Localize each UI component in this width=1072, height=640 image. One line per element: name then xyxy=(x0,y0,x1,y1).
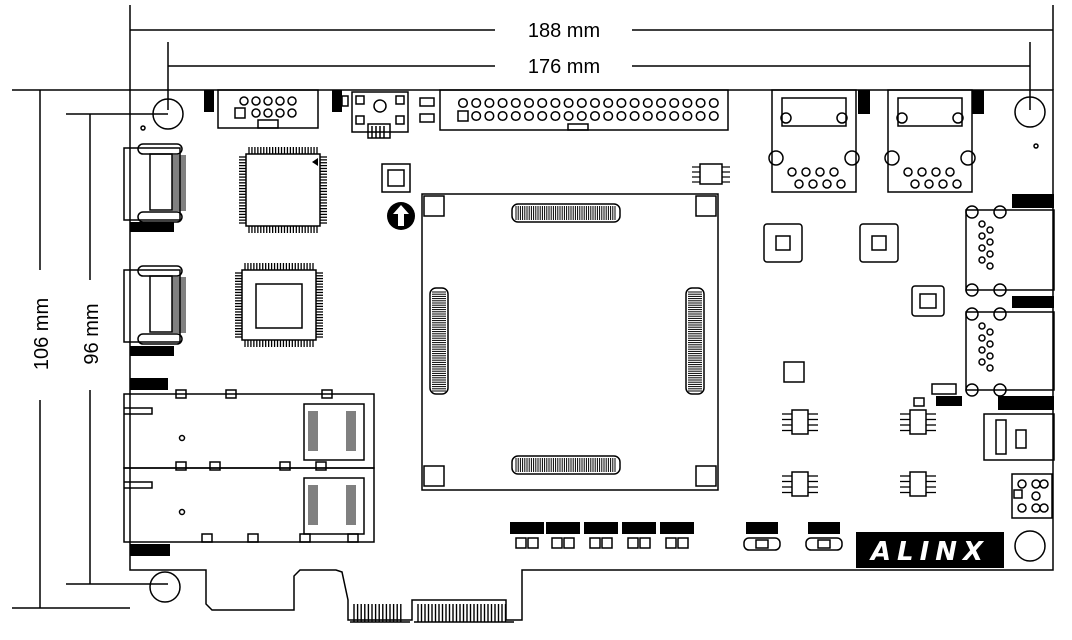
power-connector xyxy=(983,413,1055,519)
led-indicators xyxy=(510,522,694,549)
dim-height-inner: 96 mm xyxy=(81,303,103,364)
logo-background xyxy=(856,532,1004,568)
dimension-annotations: 188 mm 176 mm 106 mm 96 mm xyxy=(12,5,1054,609)
right-usb-ports xyxy=(965,194,1055,410)
dim-height-outer: 106 mm xyxy=(31,298,53,370)
dim-width-inner: 176 mm xyxy=(528,56,600,78)
soic-chips xyxy=(782,383,962,497)
switch-component xyxy=(332,90,349,112)
dim-width-outer: 188 mm xyxy=(528,20,600,42)
mounting-holes xyxy=(140,96,1046,603)
small-ic-top xyxy=(692,163,730,185)
arrow-icon xyxy=(387,202,415,230)
qfp-chip-upper xyxy=(239,147,327,233)
upper-small-chip xyxy=(381,163,411,193)
logo-text: ALINX xyxy=(869,537,989,567)
qfp-chip-lower xyxy=(235,263,323,347)
alinx-logo: ALINX xyxy=(856,532,1004,568)
jtag-header xyxy=(204,89,319,129)
micro-usb-connector xyxy=(351,91,435,139)
som-module xyxy=(421,193,719,491)
ethernet-jacks xyxy=(768,89,984,193)
gpio-40pin-header xyxy=(439,89,729,131)
board-outline xyxy=(129,89,1054,621)
square-chips-right xyxy=(763,223,945,383)
hdmi-connectors xyxy=(123,143,186,356)
push-buttons xyxy=(743,522,843,551)
sfp-cages xyxy=(123,378,375,556)
pcie-edge-connector xyxy=(350,604,514,623)
